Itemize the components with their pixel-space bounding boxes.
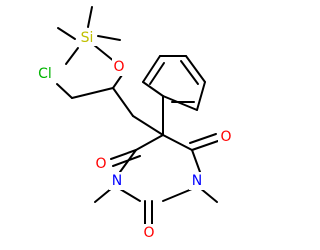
ch2-c5-bond xyxy=(132,115,164,136)
n1-c2-bond xyxy=(162,188,193,202)
atom-si: Si xyxy=(77,28,97,46)
o-left-carbonyl-label: O xyxy=(95,156,106,172)
o-right-carbonyl-label: O xyxy=(220,129,231,145)
ch-ch2-bond xyxy=(112,87,134,117)
n3-methyl-bond xyxy=(94,187,113,203)
phenyl-bond-2 xyxy=(196,81,206,111)
si-methyl-right-bond xyxy=(97,35,121,41)
si-methyl-bottom-bond xyxy=(65,47,79,65)
c6-n1-bond xyxy=(191,149,201,173)
phenyl-double-bond-3 xyxy=(149,62,165,85)
c6-o-double-bond-b xyxy=(189,133,217,144)
n3-c2-bond xyxy=(119,188,141,202)
o-bottom-carbonyl-label: O xyxy=(143,225,154,241)
phenyl-bond-6 xyxy=(142,81,164,97)
atom-cl: Cl xyxy=(34,65,56,83)
atom-n-left: N xyxy=(109,172,125,190)
atom-o-right-carbonyl: O xyxy=(218,128,234,146)
c5-c4-bond xyxy=(135,134,164,151)
ch-ch2cl-bond xyxy=(71,87,114,99)
c6-o-double-bond-a xyxy=(191,140,219,151)
n-right-label: N xyxy=(192,173,202,189)
c5-c6-bond xyxy=(162,134,193,151)
cl-label: Cl xyxy=(38,66,52,82)
c4-o-double-bond-b xyxy=(112,155,141,167)
n1-methyl-bond xyxy=(199,187,218,203)
phenyl-bond-3 xyxy=(185,55,206,83)
si-methyl-left-bond xyxy=(57,27,76,40)
molecule-structure-diagram: Si O Cl N N O O O xyxy=(34,6,234,242)
phenyl-double-bond-2 xyxy=(180,60,199,85)
atom-o-left-carbonyl: O xyxy=(93,155,109,173)
atom-o-bottom-carbonyl: O xyxy=(141,224,157,242)
ch2-cl-bond xyxy=(56,83,73,99)
si-o-bond xyxy=(93,44,116,63)
n-left-label: N xyxy=(112,173,122,189)
o-ether-label: O xyxy=(113,59,124,75)
si-label: Si xyxy=(81,30,94,46)
o-ch-bond xyxy=(112,74,123,89)
phenyl-bond-5 xyxy=(142,55,161,83)
atom-n-right: N xyxy=(189,172,205,190)
si-methyl-top-bond xyxy=(87,6,93,28)
c4-o-double-bond-a xyxy=(110,149,137,160)
atom-o-ether: O xyxy=(112,58,126,76)
